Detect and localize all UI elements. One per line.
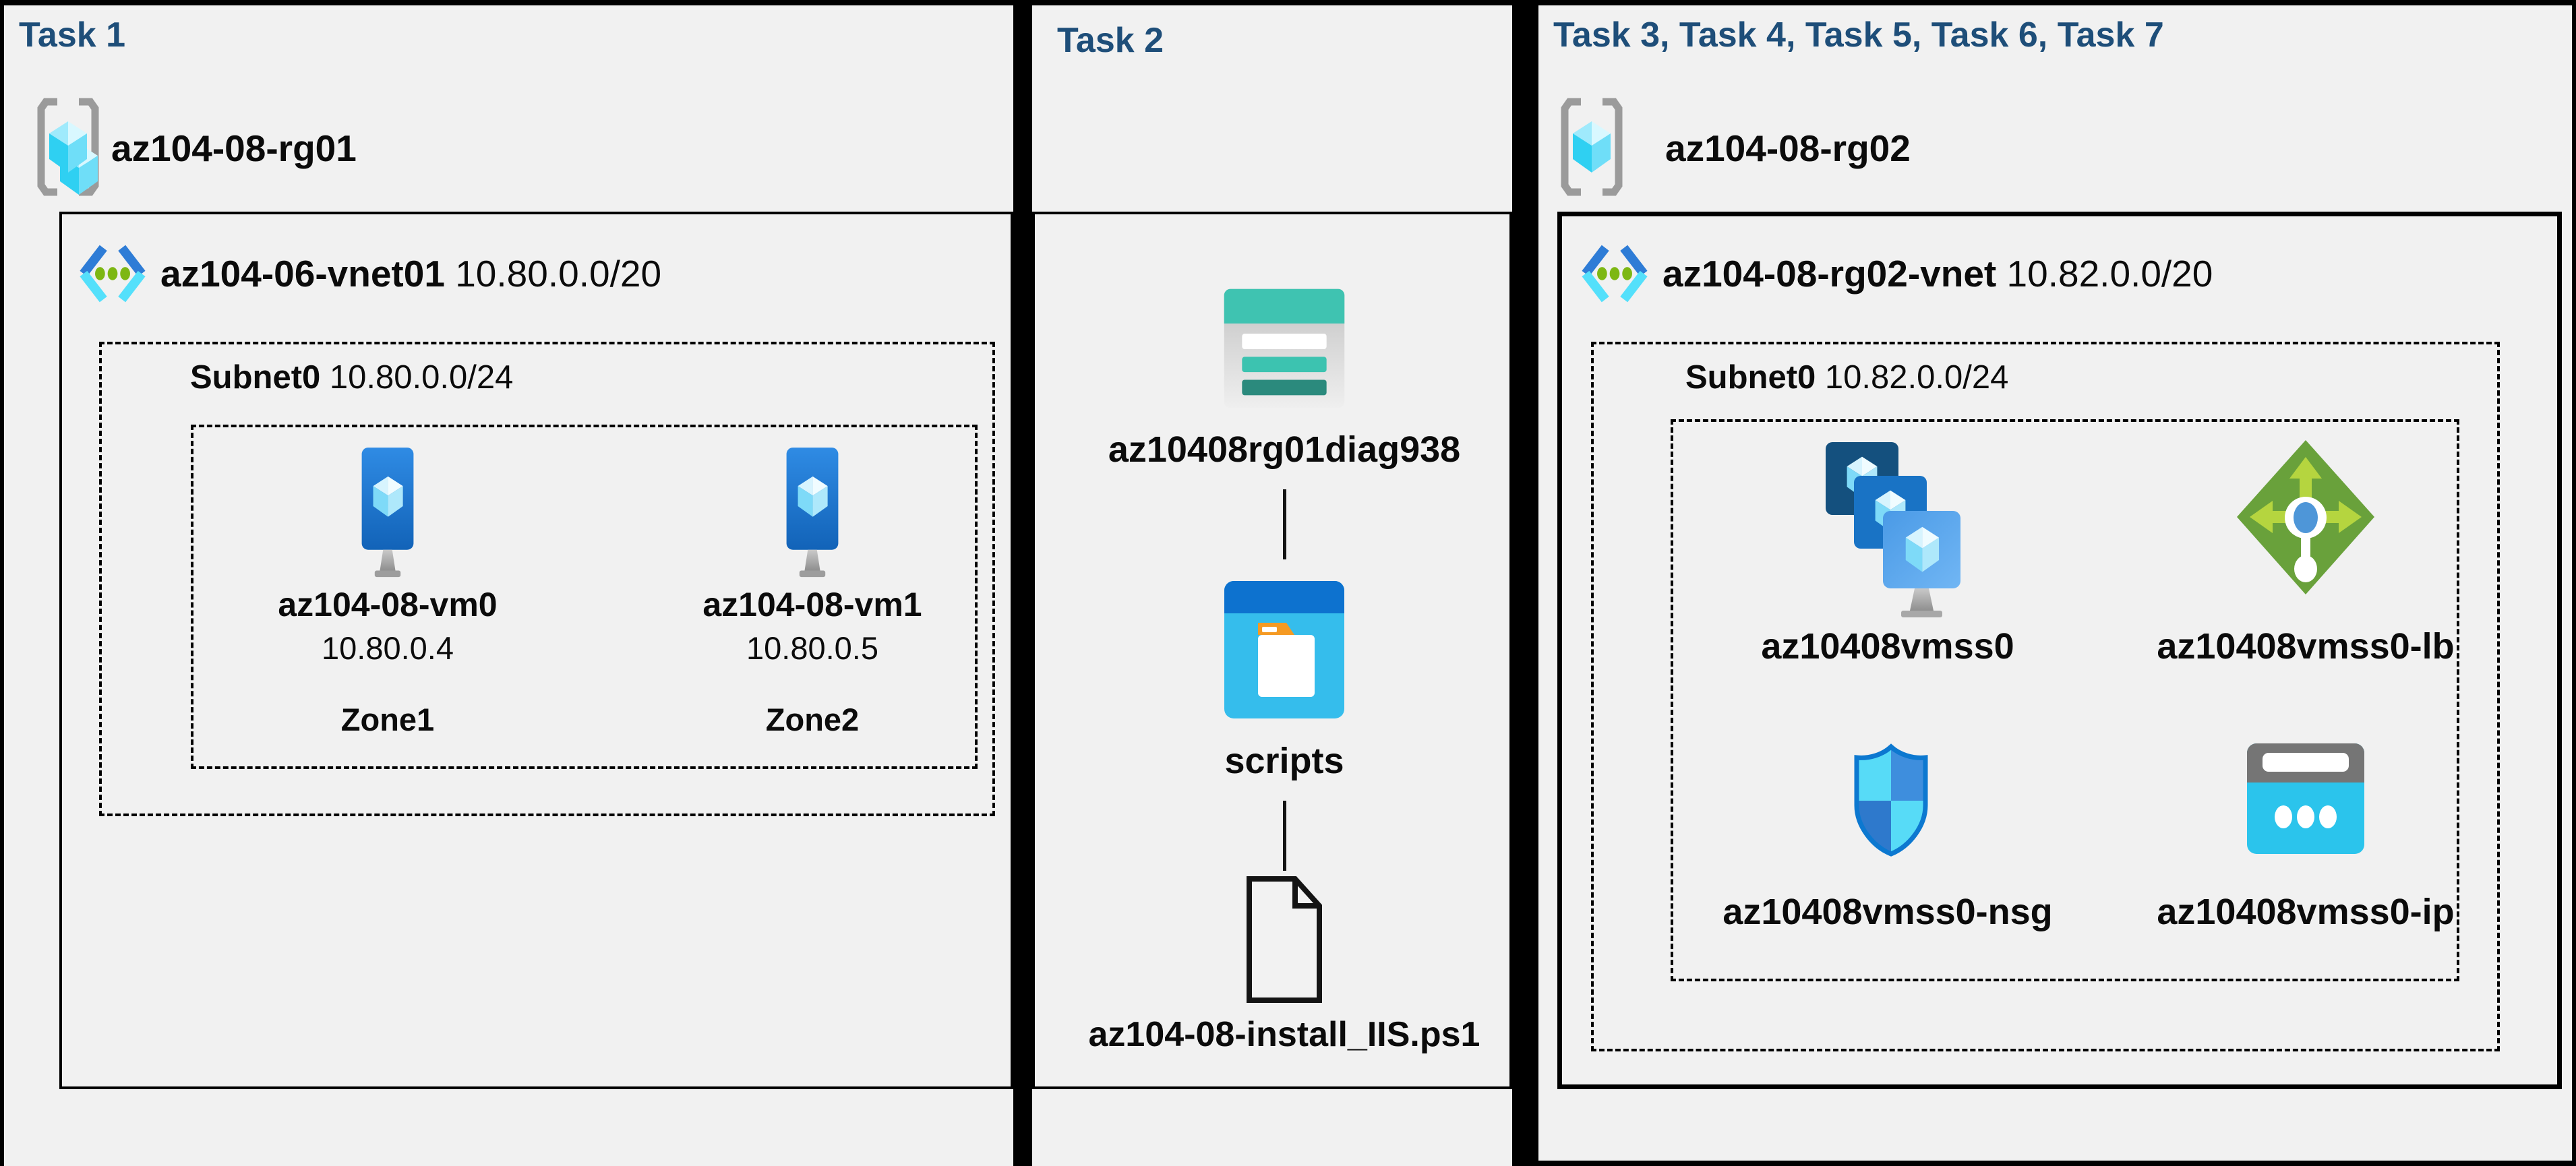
public-ip-label: az10408vmss0-ip	[2157, 892, 2455, 932]
vm1-ip: 10.80.0.5	[746, 630, 878, 666]
vmss-label: az10408vmss0	[1761, 626, 2014, 667]
task3-subnet-name: Subnet0	[1685, 359, 1816, 396]
task3-resources-box	[1671, 419, 2459, 981]
vm0-name: az104-08-vm0	[278, 586, 498, 623]
task3-subnet-box	[1591, 342, 2500, 1051]
vm0-ip: 10.80.0.4	[321, 630, 454, 666]
nsg-icon	[1847, 741, 1935, 859]
vmss-icon	[1820, 437, 1965, 625]
task1-vnet-cidr: 10.80.0.0/20	[455, 253, 662, 295]
vnet-icon	[80, 237, 146, 310]
vm1-zone: Zone2	[765, 702, 860, 737]
task3-vnet-name: az104-08-rg02-vnet	[1663, 253, 1997, 295]
vm-icon	[355, 446, 420, 581]
vm1-name: az104-08-vm1	[702, 586, 922, 623]
load-balancer-icon	[2235, 438, 2376, 596]
task1-vnet-label: az104-06-vnet01 10.80.0.0/20	[160, 252, 661, 295]
task3-subnet-cidr: 10.82.0.0/24	[1824, 359, 2009, 396]
task2-title: Task 2	[1057, 21, 1164, 60]
vm-icon	[780, 446, 845, 581]
vnet-icon	[1582, 237, 1648, 310]
container-label: scripts	[1224, 741, 1344, 781]
task3-vnet-cidr: 10.82.0.0/20	[2006, 253, 2213, 295]
task3-vnet-box	[1557, 212, 2562, 1089]
blob-container-icon	[1222, 578, 1347, 721]
task1-zones-box	[191, 425, 978, 769]
task1-vnet-box	[59, 212, 1013, 1089]
task1-subnet-box	[99, 342, 995, 816]
task1-resource-group-label: az104-08-rg01	[111, 127, 357, 169]
task3-resource-group-label: az104-08-rg02	[1665, 127, 1911, 169]
task3-subnet-label: Subnet0 10.82.0.0/24	[1685, 359, 2008, 396]
file-icon	[1244, 875, 1325, 1004]
task1-vnet-name: az104-06-vnet01	[160, 253, 445, 295]
storage-account-icon	[1220, 285, 1348, 412]
task2-box	[1032, 212, 1512, 1089]
task1-subnet-cidr: 10.80.0.0/24	[329, 359, 514, 396]
script-file-label: az104-08-install_IIS.ps1	[1088, 1015, 1480, 1054]
task3-panel	[1538, 5, 2572, 1161]
connector-storage-scripts	[1283, 489, 1286, 559]
nsg-label: az10408vmss0-nsg	[1723, 892, 2053, 932]
task1-panel	[4, 5, 1013, 1166]
resource-group-icon	[37, 98, 99, 196]
task3-vnet-label: az104-08-rg02-vnet 10.82.0.0/20	[1663, 252, 2213, 295]
public-ip-icon	[2245, 741, 2366, 856]
task1-subnet-label: Subnet0 10.80.0.0/24	[190, 359, 513, 396]
connector-scripts-file	[1283, 801, 1286, 871]
vm0-zone: Zone1	[340, 702, 435, 737]
storage-account-label: az10408rg01diag938	[1108, 429, 1461, 470]
task1-title: Task 1	[19, 16, 126, 55]
resource-group-icon	[1561, 98, 1623, 196]
load-balancer-label: az10408vmss0-lb	[2157, 626, 2455, 667]
task3-title: Task 3, Task 4, Task 5, Task 6, Task 7	[1553, 16, 2164, 55]
task1-subnet-name: Subnet0	[190, 359, 321, 396]
